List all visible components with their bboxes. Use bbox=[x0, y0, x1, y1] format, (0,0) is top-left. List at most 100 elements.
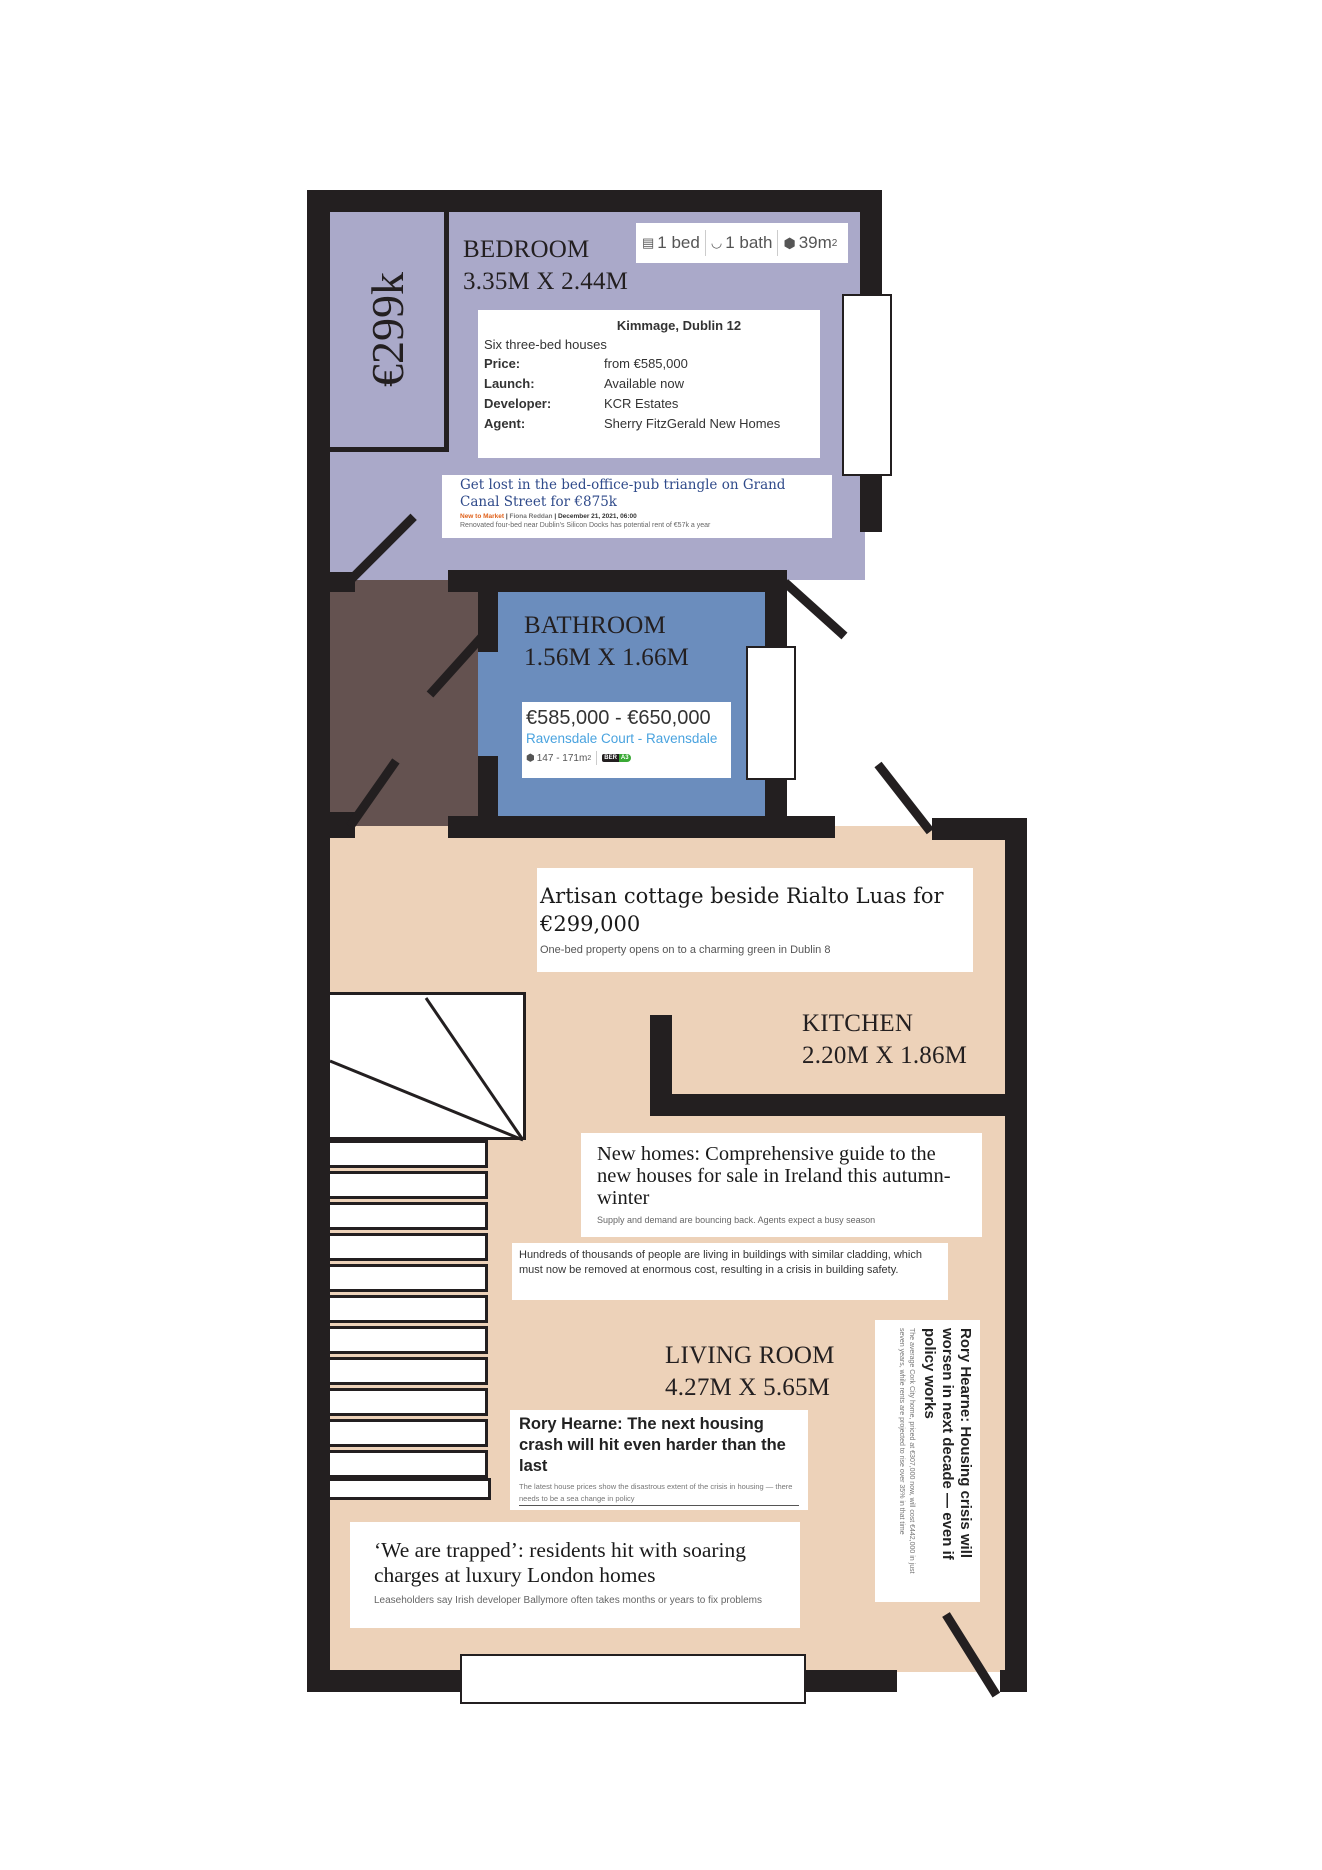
info-label: Developer: bbox=[484, 396, 552, 411]
divider bbox=[777, 230, 779, 256]
grand-canal-article-card[interactable]: Get lost in the bed-office-pub triangle … bbox=[442, 475, 832, 538]
author: Fiona Reddan bbox=[509, 513, 553, 520]
ber-label: BER bbox=[602, 754, 619, 762]
wall-living-top-right bbox=[932, 818, 1027, 840]
stair-step bbox=[330, 1295, 488, 1323]
rory-housing-crisis-card[interactable]: Rory Hearne: Housing crisis will worsen … bbox=[875, 1320, 980, 1602]
new-homes-standfirst: Supply and demand are bouncing back. Age… bbox=[597, 1215, 876, 1225]
stair-step bbox=[330, 1171, 488, 1199]
ber-badge: BER A3 bbox=[602, 754, 631, 762]
rory-next-standfirst: The latest house prices show the disastr… bbox=[519, 1481, 799, 1506]
publish-date: December 21, 2021, 06:00 bbox=[557, 513, 637, 520]
stair-step bbox=[330, 1326, 488, 1354]
info-label: Price: bbox=[484, 356, 521, 371]
bathroom-dims: 1.56M X 1.66M bbox=[524, 644, 690, 671]
living-room-label: LIVING ROOM 4.27M X 5.65M bbox=[665, 1340, 835, 1404]
stair-step bbox=[330, 1140, 488, 1168]
window-living bbox=[460, 1654, 806, 1704]
stair-step bbox=[330, 1419, 488, 1447]
divider bbox=[704, 230, 706, 256]
info-row: Developer: KCR Estates bbox=[484, 396, 814, 411]
info-value: Available now bbox=[604, 376, 684, 391]
cube-icon: ⬢ bbox=[783, 234, 796, 251]
living-room-dims: 4.27M X 5.65M bbox=[665, 1374, 831, 1401]
bedroom-label: BEDROOM 3.35M X 2.44M bbox=[463, 234, 628, 298]
development-location: Kimmage, Dublin 12 bbox=[616, 318, 742, 333]
bathroom-label: BATHROOM 1.56M X 1.66M bbox=[524, 610, 689, 674]
rory-vertical-content: Rory Hearne: Housing crisis will worsen … bbox=[875, 1320, 980, 1602]
window-bedroom bbox=[842, 294, 892, 476]
development-info-card[interactable]: Kimmage, Dublin 12 Six three-bed houses … bbox=[478, 310, 820, 458]
byline-separator: | bbox=[554, 513, 558, 520]
info-label: Agent: bbox=[484, 416, 526, 431]
beds-count: 1 bed bbox=[657, 233, 700, 252]
ravensdale-area: 147 - 171m bbox=[536, 752, 588, 764]
info-row: Launch: Available now bbox=[484, 376, 814, 391]
stairs-bottom-edge bbox=[330, 1478, 491, 1500]
grand-canal-byline: New to Market | Fiona Reddan | December … bbox=[460, 513, 814, 520]
wall-left bbox=[307, 190, 330, 1690]
info-value: from €585,000 bbox=[604, 356, 688, 371]
floor-area: 39m bbox=[798, 233, 832, 252]
bath-icon: ◡ bbox=[710, 235, 723, 250]
info-row: Agent: Sherry FitzGerald New Homes bbox=[484, 416, 814, 431]
area-unit: 2 bbox=[587, 754, 592, 762]
baths-count: 1 bath bbox=[725, 233, 773, 252]
wall-bathroom-bottom bbox=[448, 816, 835, 838]
ber-rating: A3 bbox=[618, 754, 631, 762]
stair-step bbox=[330, 1264, 488, 1292]
ravensdale-listing-card[interactable]: €585,000 - €650,000 Ravensdale Court - R… bbox=[522, 702, 731, 778]
artisan-headline[interactable]: Artisan cottage beside Rialto Luas for €… bbox=[540, 884, 944, 936]
divider bbox=[596, 751, 598, 765]
rory-next-crash-card[interactable]: Rory Hearne: The next housing crash will… bbox=[510, 1410, 808, 1510]
stairs-landing bbox=[330, 992, 526, 1142]
trapped-headline[interactable]: ‘We are trapped’: residents hit with soa… bbox=[374, 1538, 747, 1587]
window-bathroom bbox=[746, 646, 796, 780]
rory-vertical-standfirst: The average Cork City home, priced at €3… bbox=[898, 1328, 915, 1574]
wall-bottom-right-stub bbox=[1000, 1670, 1027, 1692]
cladding-quote-card: Hundreds of thousands of people are livi… bbox=[512, 1243, 948, 1300]
stair-step bbox=[330, 1388, 488, 1416]
info-label: Launch: bbox=[484, 376, 535, 391]
stair-step bbox=[330, 1233, 488, 1261]
new-homes-headline[interactable]: New homes: Comprehensive guide to the ne… bbox=[597, 1143, 951, 1209]
info-value: KCR Estates bbox=[604, 396, 679, 411]
ravensdale-price: €585,000 - €650,000 bbox=[526, 707, 711, 729]
artisan-standfirst: One-bed property opens on to a charming … bbox=[540, 944, 831, 956]
wall-bathroom-top bbox=[448, 570, 786, 592]
info-value: Sherry FitzGerald New Homes bbox=[604, 416, 781, 431]
closet-price: €299k bbox=[330, 212, 444, 447]
trapped-standfirst: Leaseholders say Irish developer Ballymo… bbox=[374, 1595, 762, 1606]
trapped-residents-article-card[interactable]: ‘We are trapped’: residents hit with soa… bbox=[350, 1522, 800, 1628]
grand-canal-standfirst: Renovated four-bed near Dublin's Silicon… bbox=[460, 522, 711, 529]
door-side-lower[interactable] bbox=[874, 761, 934, 835]
kitchen-dims: 2.20M X 1.86M bbox=[802, 1042, 968, 1069]
bedroom-name: BEDROOM bbox=[463, 236, 590, 263]
section-tag[interactable]: New to Market bbox=[460, 513, 505, 520]
stair-step bbox=[330, 1357, 488, 1385]
door-side-upper[interactable] bbox=[781, 579, 848, 640]
info-row: Price: from €585,000 bbox=[484, 356, 814, 371]
cube-icon: ⬢ bbox=[526, 752, 535, 764]
wall-right bbox=[1005, 818, 1027, 1690]
bedroom-dims: 3.35M X 2.44M bbox=[463, 268, 629, 295]
closet-price-text: €299k bbox=[361, 272, 413, 387]
ravensdale-name[interactable]: Ravensdale Court - Ravensdale bbox=[526, 731, 718, 746]
kitchen-wall-vertical bbox=[650, 1015, 672, 1115]
wall-bathroom-left-upper bbox=[478, 570, 498, 652]
new-homes-article-card[interactable]: New homes: Comprehensive guide to the ne… bbox=[581, 1133, 982, 1237]
kitchen-wall-horizontal bbox=[650, 1094, 1007, 1116]
rory-vertical-headline[interactable]: Rory Hearne: Housing crisis will worsen … bbox=[921, 1328, 974, 1560]
kitchen-label: KITCHEN 2.20M X 1.86M bbox=[802, 1008, 967, 1072]
stairs-winder-icon bbox=[330, 997, 525, 1142]
stair-step bbox=[330, 1202, 488, 1230]
closet-wall-h bbox=[330, 447, 449, 452]
rory-next-headline[interactable]: Rory Hearne: The next housing crash will… bbox=[519, 1415, 786, 1475]
wall-top bbox=[307, 190, 882, 212]
kitchen-name: KITCHEN bbox=[802, 1010, 914, 1037]
artisan-cottage-article-card[interactable]: Artisan cottage beside Rialto Luas for €… bbox=[537, 868, 973, 972]
hall-floor bbox=[330, 580, 480, 826]
grand-canal-headline[interactable]: Get lost in the bed-office-pub triangle … bbox=[460, 477, 786, 510]
